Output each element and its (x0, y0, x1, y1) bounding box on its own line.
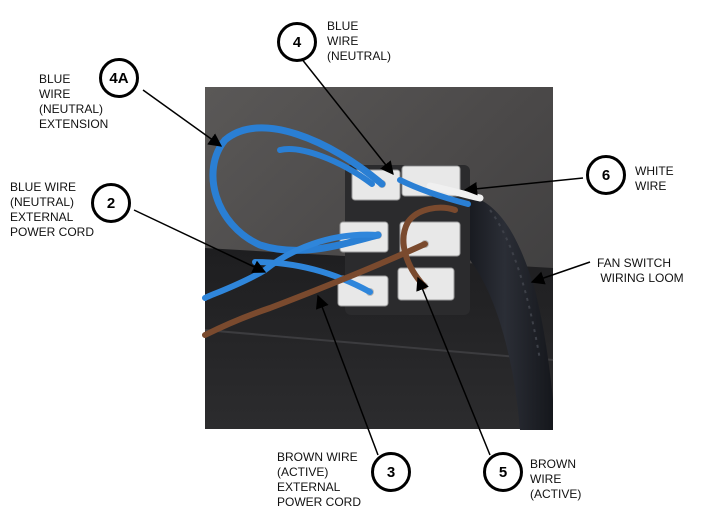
wiring-loom (455, 195, 553, 430)
callout-badge-4: 4 (277, 22, 317, 62)
label-blue-wire-extension: BLUE WIRE (NEUTRAL) EXTENSION (39, 72, 109, 131)
label-brown-wire-active: BROWN WIRE (ACTIVE) (530, 457, 582, 501)
blue-wires (202, 124, 471, 301)
label-brown-wire-power-cord: BROWN WIRE (ACTIVE) EXTERNAL POWER CORD (277, 450, 361, 509)
callout-badge-4a: 4A (99, 58, 139, 98)
leader-lines (133, 57, 591, 456)
callout-badge-5: 5 (483, 452, 523, 492)
brown-wires (202, 204, 458, 338)
label-fan-switch-loom: FAN SWITCH WIRING LOOM (597, 256, 684, 285)
label-white-wire: WHITE WIRE (635, 164, 674, 193)
callout-badge-2: 2 (91, 183, 131, 223)
label-blue-wire-power-cord: BLUE WIRE (NEUTRAL) EXTERNAL POWER CORD (10, 180, 94, 239)
white-wire (426, 182, 484, 202)
callout-badge-6: 6 (586, 155, 626, 195)
label-blue-wire-neutral: BLUE WIRE (NEUTRAL) (327, 19, 392, 63)
callout-badge-3: 3 (371, 452, 411, 492)
